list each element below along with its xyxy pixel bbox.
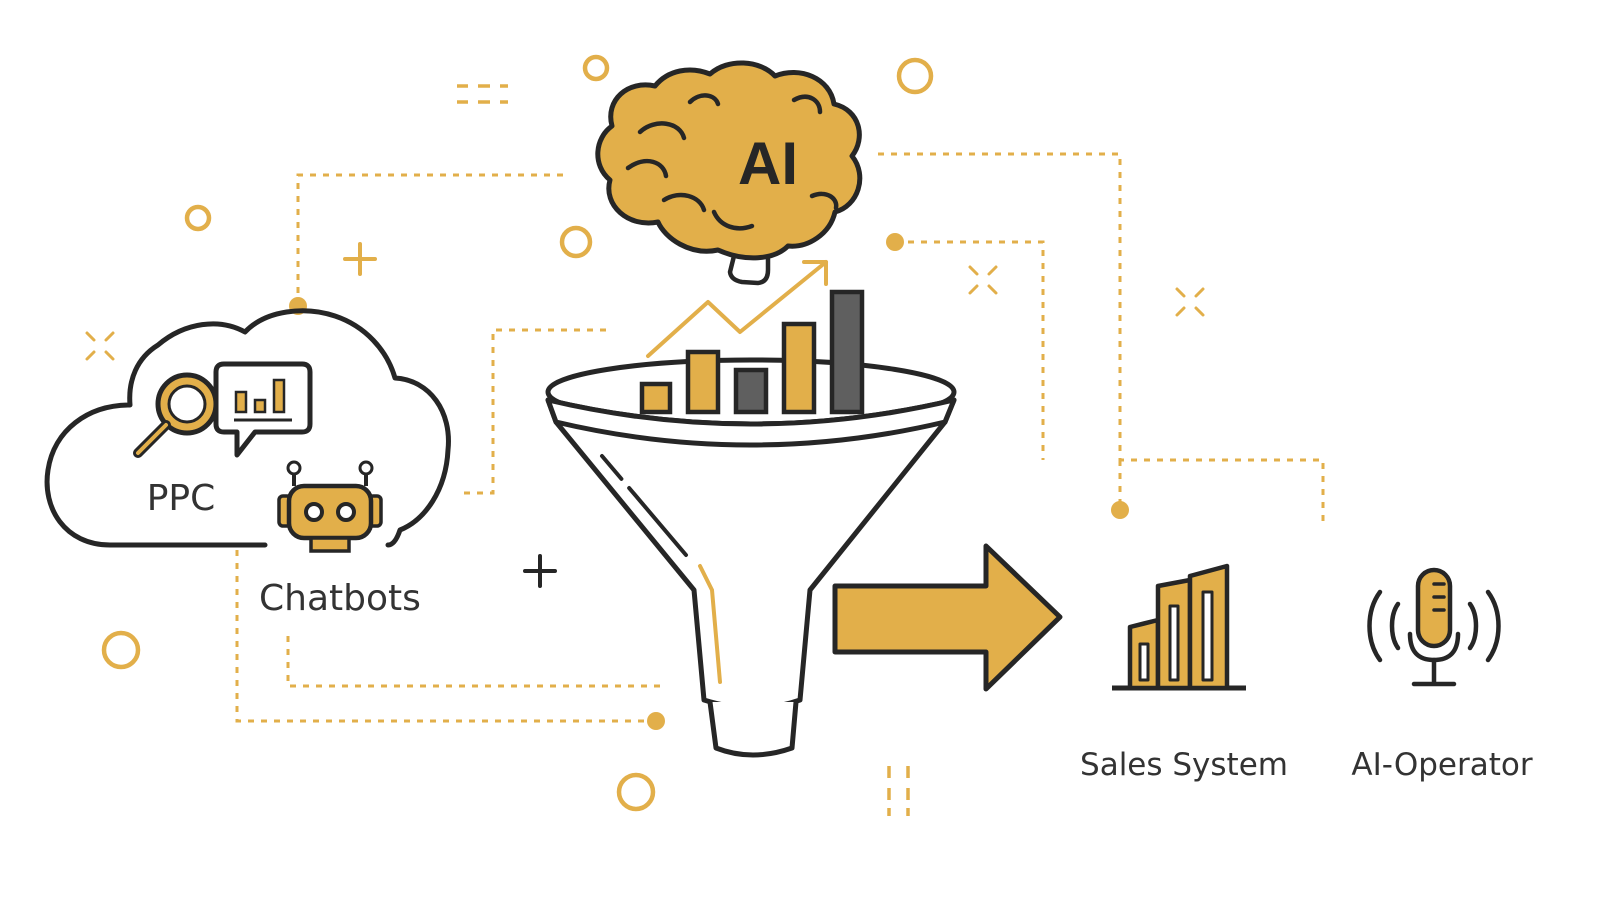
magnifier-icon [133, 372, 219, 458]
chat-bubble-chart-icon [213, 361, 313, 458]
decorative-plus-signs [343, 242, 557, 588]
trend-arrow-icon [646, 260, 828, 358]
decorative-rings [101, 54, 934, 812]
decorative-dashes [457, 84, 910, 816]
connector-cloud-bottom [235, 550, 656, 723]
funnel-icon [545, 289, 957, 758]
brain-label: AI [738, 130, 798, 197]
sales-system-label: Sales System [1080, 747, 1288, 783]
connector-cloud-to-brain [296, 173, 566, 306]
connector-cloud-to-funnel [464, 328, 610, 495]
right-arrow-icon [832, 543, 1063, 692]
robot-label: Chatbots [259, 578, 421, 619]
cloud-group: PPC Chatbots [44, 308, 451, 619]
connector-brain-to-operator [878, 152, 1325, 522]
microphone-icon [1367, 567, 1501, 687]
funnel-bar-chart [639, 289, 865, 415]
cloud-icon [44, 308, 451, 548]
decorative-sparkles [85, 265, 1205, 361]
bar-chart-buildings-icon [1112, 563, 1246, 691]
brain-icon: AI [595, 60, 863, 286]
ai-operator-label: AI-Operator [1351, 747, 1532, 783]
robot-icon [277, 460, 383, 553]
connector-funnel-to-sales [895, 240, 1045, 460]
dotted-connectors [235, 152, 1325, 723]
cloud-label: PPC [147, 478, 216, 519]
connector-chatbots-bottom [286, 636, 660, 688]
